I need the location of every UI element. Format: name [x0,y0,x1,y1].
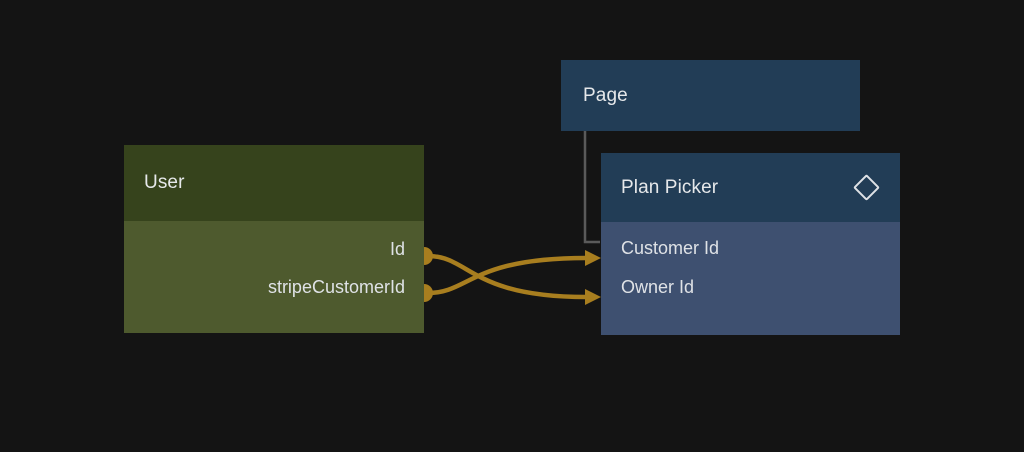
node-user[interactable]: User Id stripeCustomerId [124,145,424,333]
node-plan-picker[interactable]: Plan Picker Customer Id Owner Id [601,153,900,335]
edge-page-to-plan-picker [583,131,600,244]
node-user-body: Id stripeCustomerId [124,221,424,333]
diamond-icon[interactable] [853,174,880,201]
arrowhead-owner-id [585,289,601,305]
node-plan-picker-title: Plan Picker [621,176,719,198]
node-user-header[interactable]: User [124,145,424,221]
field-plan-picker-customer-id[interactable]: Customer Id [621,238,720,258]
edge-id-to-owner-id [425,253,589,300]
arrowhead-customer-id [585,250,601,266]
node-page-header[interactable]: Page [561,60,860,131]
node-plan-picker-body: Customer Id Owner Id [601,222,900,335]
field-user-id[interactable]: Id [389,239,405,259]
field-user-stripe-customer-id[interactable]: stripeCustomerId [267,277,405,297]
node-user-title: User [144,172,185,193]
node-page-title: Page [583,84,628,106]
node-plan-picker-header[interactable]: Plan Picker [601,153,900,222]
edge-stripe-to-customer-id [425,255,589,296]
node-page[interactable]: Page [561,60,860,131]
field-plan-picker-owner-id[interactable]: Owner Id [621,277,695,297]
